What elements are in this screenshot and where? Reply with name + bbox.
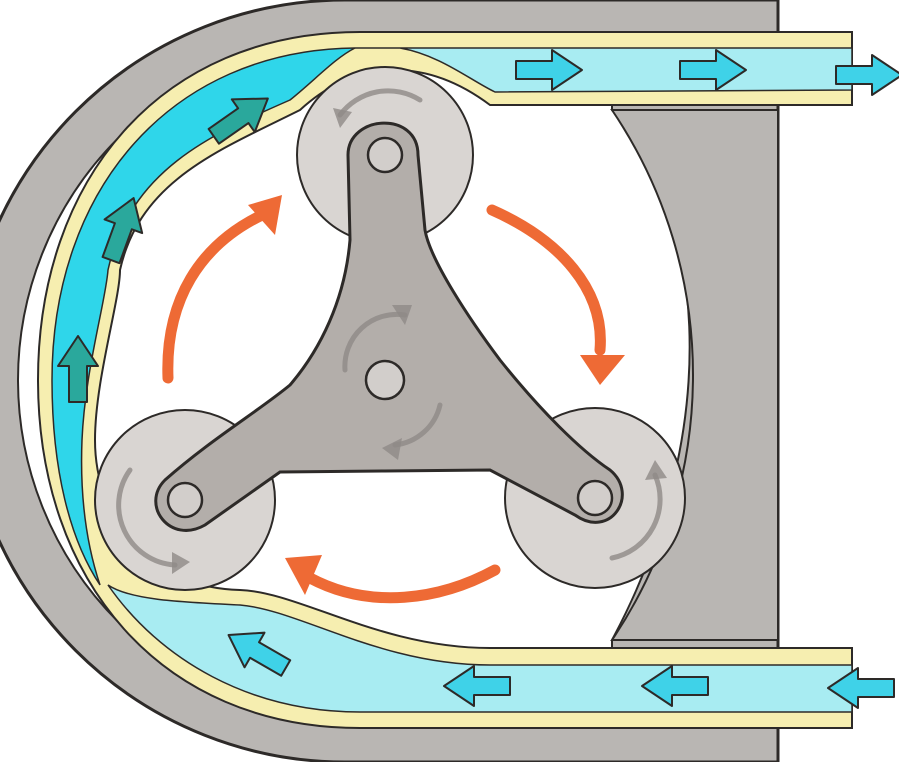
flow-arrow-inlet-1	[227, 631, 292, 677]
roller-axle-left	[166, 481, 204, 519]
flow-arrow-inlet-2	[443, 665, 511, 707]
flow-arrow-inlet-3	[641, 665, 709, 707]
rotation-arrow-left-head	[248, 195, 282, 235]
rotor-hub-hole	[364, 359, 406, 401]
rotation-arrow-left	[162, 209, 268, 384]
rotation-arrow-bottom	[304, 564, 501, 604]
rotation-arrow-bottom-head	[285, 555, 322, 595]
flow-arrow-outlet-3	[835, 54, 899, 96]
flow-arrow-inlet-4	[827, 667, 895, 709]
flow-arrow-compressed-3	[57, 335, 99, 403]
flow-arrow-compressed-2	[101, 197, 144, 265]
roller-axle-right	[576, 479, 614, 517]
tube-wall	[36, 31, 853, 729]
rotor	[154, 121, 624, 532]
roller-axle-top	[366, 136, 404, 174]
rotation-arrows	[162, 195, 625, 604]
housing-right-wedge	[610, 109, 779, 641]
flow-arrows	[57, 49, 899, 709]
flow-arrow-compressed-1	[207, 97, 269, 145]
rotation-arrow-right-head	[580, 355, 625, 385]
flow-arrow-outlet-1	[515, 49, 583, 91]
flow-arrow-outlet-2	[679, 49, 747, 91]
rotation-arrow-right	[486, 204, 606, 356]
rotor-body	[154, 121, 624, 532]
